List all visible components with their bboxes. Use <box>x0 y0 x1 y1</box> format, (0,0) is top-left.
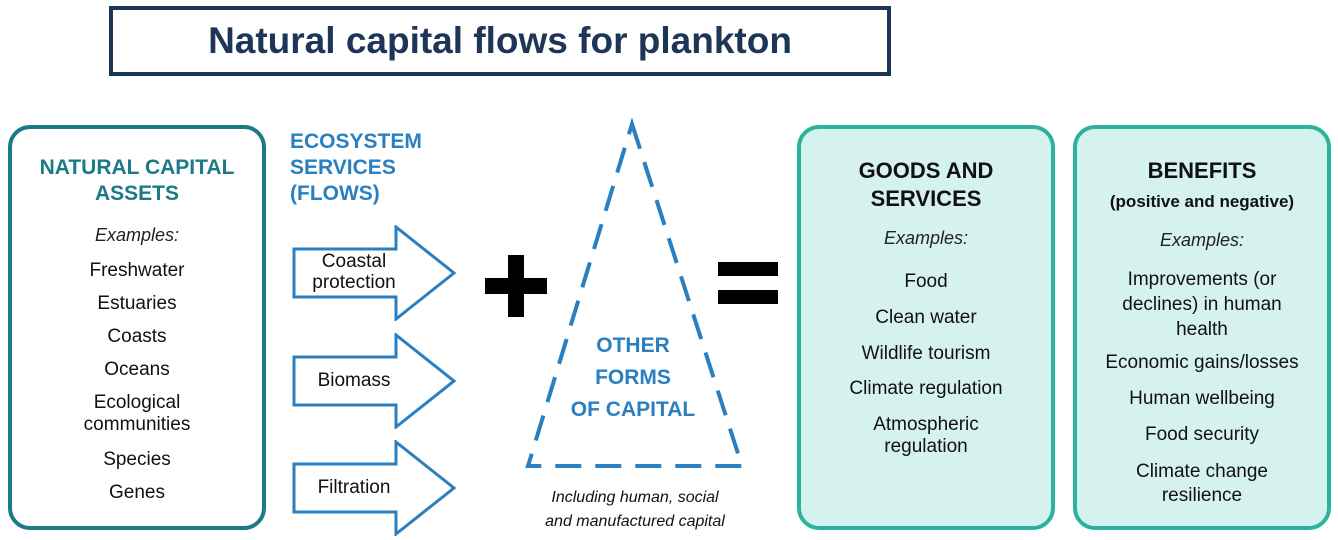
flow-arrow-biomass: Biomass <box>292 333 458 429</box>
assets-heading-line1: NATURAL CAPITAL <box>39 156 235 179</box>
right-arrow-icon <box>292 333 457 429</box>
benefits-item-food-security: Food security <box>1144 424 1260 445</box>
assets-item-estuaries: Estuaries <box>97 293 177 314</box>
goods-item-wildlife-tourism: Wildlife tourism <box>861 343 991 364</box>
assets-examples-label: Examples: <box>94 225 180 245</box>
goods-heading-line2: SERVICES <box>870 186 982 211</box>
assets-item-genes: Genes <box>109 482 165 503</box>
services-heading-line3: (FLOWS) <box>290 182 380 205</box>
right-arrow-icon <box>292 225 457 321</box>
benefits-box: BENEFITS (positive and negative) Example… <box>1073 125 1331 530</box>
benefits-heading: BENEFITS <box>1147 158 1257 183</box>
services-heading-line2: SERVICES <box>290 156 396 179</box>
right-arrow-icon <box>292 440 457 536</box>
arrow-label-filtration: Filtration <box>317 477 391 498</box>
goods-item-atmospheric-regulation: Atmospheric regulation <box>873 414 979 457</box>
goods-item-food: Food <box>904 271 948 292</box>
benefits-item-climate-resilience: Climate change resilience <box>1135 461 1269 506</box>
assets-item-oceans: Oceans <box>104 359 170 380</box>
other-capital-line3: OF CAPITAL <box>570 398 696 421</box>
title-box: Natural capital flows for plankton <box>109 6 891 76</box>
plus-sign: + <box>485 255 547 317</box>
goods-item-climate-regulation: Climate regulation <box>849 378 1003 399</box>
assets-item-coasts: Coasts <box>107 326 167 347</box>
caption-line2: and manufactured capital <box>545 513 725 530</box>
other-capital-triangle <box>525 118 745 468</box>
benefits-item-human-health: Improvements (or declines) in human heal… <box>1122 269 1282 340</box>
assets-item-freshwater: Freshwater <box>89 260 185 281</box>
other-capital-line1: OTHER <box>596 334 670 357</box>
goods-and-services-box: GOODS AND SERVICES Examples: Food Clean … <box>797 125 1055 530</box>
other-capital-label: OTHER FORMS OF CAPITAL <box>548 330 718 426</box>
flow-arrow-coastal-protection: Coastal protection <box>292 225 458 321</box>
flow-arrow-filtration: Filtration <box>292 440 458 536</box>
benefits-subheading: (positive and negative) <box>1109 192 1295 211</box>
assets-item-species: Species <box>103 449 171 470</box>
diagram-title: Natural capital flows for plankton <box>208 20 792 61</box>
arrow-label-biomass: Biomass <box>317 370 391 391</box>
benefits-item-economic: Economic gains/losses <box>1105 352 1299 373</box>
other-capital-caption: Including human, social and manufactured… <box>500 486 770 534</box>
caption-line1: Including human, social <box>551 489 719 506</box>
natural-capital-assets-box: NATURAL CAPITAL ASSETS Examples: Freshwa… <box>8 125 266 530</box>
services-heading-line1: ECOSYSTEM <box>290 130 422 153</box>
benefits-item-wellbeing: Human wellbeing <box>1129 388 1275 409</box>
equals-sign: = <box>718 262 778 306</box>
other-capital-line2: FORMS <box>595 366 671 389</box>
arrow-label-coastal-protection: Coastal protection <box>312 251 396 293</box>
ecosystem-services-heading: ECOSYSTEM SERVICES (FLOWS) <box>290 129 470 207</box>
goods-item-clean-water: Clean water <box>875 307 977 328</box>
goods-examples-label: Examples: <box>883 228 969 248</box>
assets-heading-line2: ASSETS <box>94 182 180 205</box>
benefits-examples-label: Examples: <box>1159 230 1245 250</box>
assets-item-ecological-communities: Ecological communities <box>83 392 191 435</box>
goods-heading-line1: GOODS AND <box>858 158 994 183</box>
